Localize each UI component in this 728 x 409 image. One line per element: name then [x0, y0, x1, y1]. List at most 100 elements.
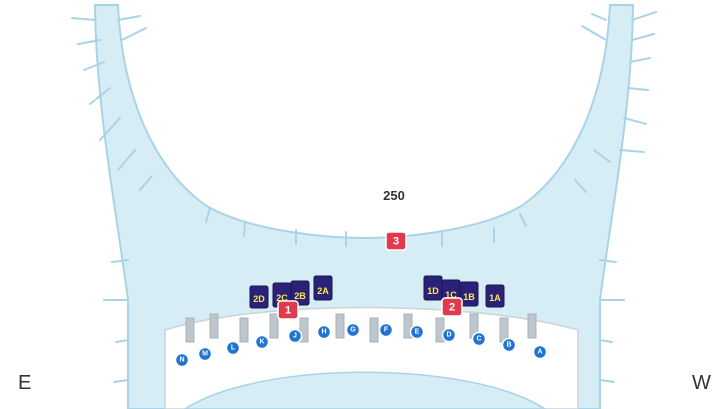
checkpoint-label: 2 [449, 302, 455, 314]
pier-spoke [83, 61, 105, 71]
pier-spoke [205, 207, 211, 223]
gate-bridge [239, 317, 249, 343]
gate-marker [441, 327, 457, 343]
gate-f[interactable]: F [378, 322, 394, 338]
gate-label: L [231, 345, 236, 352]
gate-marker [378, 322, 394, 338]
gate-marker [254, 334, 270, 350]
gate-h[interactable]: H [316, 324, 332, 340]
booth-label: 1D [427, 286, 439, 296]
pier-spoke [599, 379, 615, 383]
pier-spoke [243, 221, 246, 237]
gate-marker [345, 322, 361, 338]
pier-spoke [121, 27, 147, 41]
booth-group: 2D 2C 2B 2A 1D 1C 1B 1A [249, 275, 505, 309]
pier-spoke [599, 259, 617, 263]
gate-bridge [527, 313, 537, 339]
booth-1b[interactable]: 1B [459, 281, 479, 307]
booth-label: 2C [276, 293, 288, 303]
pier-spoke [631, 11, 657, 21]
checkpoint-group: 1 2 3 [277, 231, 463, 320]
gate-group: N M L K J H G F E D C B A [174, 322, 548, 368]
pier-spoke [623, 117, 647, 125]
gate-label: J [293, 333, 297, 340]
gate-b[interactable]: B [501, 337, 517, 353]
gate-label: D [446, 332, 451, 339]
checkpoint-3[interactable]: 3 [385, 231, 407, 251]
pier-spoke [574, 179, 587, 193]
compass-east: E [18, 372, 32, 394]
checkpoint-label: 3 [393, 236, 399, 248]
gate-marker [501, 337, 517, 353]
pier-spoke [117, 15, 141, 21]
booth-shape [249, 285, 269, 309]
terminal-hall [93, 4, 635, 409]
gate-label: M [202, 351, 208, 358]
gate-label: G [350, 327, 356, 334]
booth-label: 1A [489, 293, 501, 303]
gate-label: N [179, 357, 184, 364]
booth-1a[interactable]: 1A [485, 284, 505, 308]
gate-marker [225, 340, 241, 356]
pier-spoke [581, 25, 607, 41]
pier-spoke [139, 175, 153, 191]
checkpoint-badge [277, 300, 299, 320]
pier-spoke [591, 13, 607, 21]
gate-marker [532, 344, 548, 360]
pier-spoke [593, 149, 611, 163]
checkpoint-2[interactable]: 2 [441, 297, 463, 317]
booth-label: 1C [445, 290, 457, 300]
pier-spoke [631, 33, 655, 41]
gate-bridge [335, 313, 345, 339]
gate-m[interactable]: M [197, 346, 213, 362]
pier-spoke [117, 149, 136, 171]
pier-spokes [71, 11, 657, 383]
gate-e[interactable]: E [409, 324, 425, 340]
pier-spoke [115, 339, 129, 343]
gate-bridge [299, 317, 309, 343]
gate-n[interactable]: N [174, 352, 190, 368]
gate-a[interactable]: A [532, 344, 548, 360]
booth-2b[interactable]: 2B [290, 280, 310, 306]
pier-spoke [99, 117, 121, 141]
gate-c[interactable]: C [471, 331, 487, 347]
booth-label: 2A [317, 286, 329, 296]
gate-bridge [209, 313, 219, 339]
checkpoint-badge [441, 297, 463, 317]
gate-g[interactable]: G [345, 322, 361, 338]
gate-k[interactable]: K [254, 334, 270, 350]
booth-shape [290, 280, 310, 306]
checkpoint-badge [385, 231, 407, 251]
checkpoint-1[interactable]: 1 [277, 300, 299, 320]
gate-marker [316, 324, 332, 340]
gate-bridge [369, 317, 379, 343]
gate-d[interactable]: D [441, 327, 457, 343]
booth-shape [485, 284, 505, 308]
gate-bridge [185, 317, 195, 343]
pier-spoke [627, 87, 649, 91]
gate-j[interactable]: J [287, 328, 303, 344]
pier-spoke [113, 379, 129, 383]
booth-2a[interactable]: 2A [313, 275, 333, 301]
gate-label: F [384, 327, 389, 334]
concourse-label: 250 [383, 188, 405, 203]
gate-label: C [476, 336, 481, 343]
booth-label: 1B [463, 292, 475, 302]
gate-label: H [321, 329, 326, 336]
pier-spoke [77, 39, 101, 45]
gate-bridge [403, 313, 413, 339]
booth-1d[interactable]: 1D [423, 275, 443, 301]
gate-l[interactable]: L [225, 340, 241, 356]
pier-spoke [519, 213, 527, 227]
gate-marker [174, 352, 190, 368]
pier-spoke [599, 339, 613, 343]
gate-label: B [506, 342, 511, 349]
pier-spoke [71, 17, 97, 21]
gate-bridges [185, 313, 537, 343]
booth-2d[interactable]: 2D [249, 285, 269, 309]
checkpoint-label: 1 [285, 305, 291, 317]
booth-shape [459, 281, 479, 307]
booth-label: 2B [294, 291, 306, 301]
